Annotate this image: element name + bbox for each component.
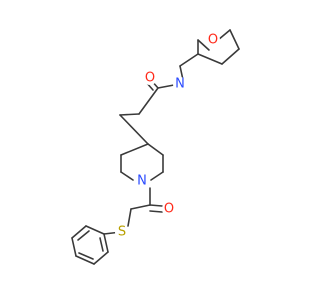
atom-label-n: N [175, 77, 185, 92]
acyl-oxygen: O [162, 202, 176, 217]
thf-oxygen: O [206, 33, 220, 48]
bond [157, 84, 175, 89]
bond [138, 87, 159, 115]
bond [127, 208, 132, 227]
structure-canvas: O O N N O S [71, 29, 240, 265]
thioether-sulfur: S [115, 225, 129, 240]
bond [130, 204, 151, 210]
bond [93, 251, 109, 265]
bond [229, 29, 240, 50]
bond [150, 171, 164, 181]
bond [78, 252, 94, 260]
bond [71, 225, 87, 239]
atom-label-n: N [137, 174, 147, 189]
atom-label-o: O [208, 33, 218, 48]
bonds [71, 29, 240, 265]
bond [75, 255, 95, 265]
bond [103, 233, 109, 253]
bond [77, 230, 90, 241]
bond [120, 171, 134, 181]
atom-label-s: S [118, 225, 126, 240]
atom-label-o: O [164, 202, 174, 217]
amide-oxygen: O [143, 71, 157, 86]
structure-diagram: O O N N O S [71, 29, 240, 265]
bond [119, 113, 140, 116]
bond [149, 210, 163, 213]
atom-label-o: O [145, 71, 155, 86]
bond [147, 143, 164, 156]
atom-labels: O O N N O S [115, 33, 220, 240]
bond [85, 225, 105, 235]
bond [120, 143, 149, 156]
bond [119, 114, 149, 145]
bond [197, 39, 210, 51]
bond [217, 29, 231, 41]
bond [221, 48, 240, 65]
bond [71, 237, 77, 257]
amide-nitrogen: N [173, 77, 187, 92]
bond [149, 204, 163, 207]
bond [99, 237, 104, 252]
bond [179, 53, 199, 67]
piperidine-nitrogen: N [135, 174, 149, 189]
bond [197, 53, 223, 65]
